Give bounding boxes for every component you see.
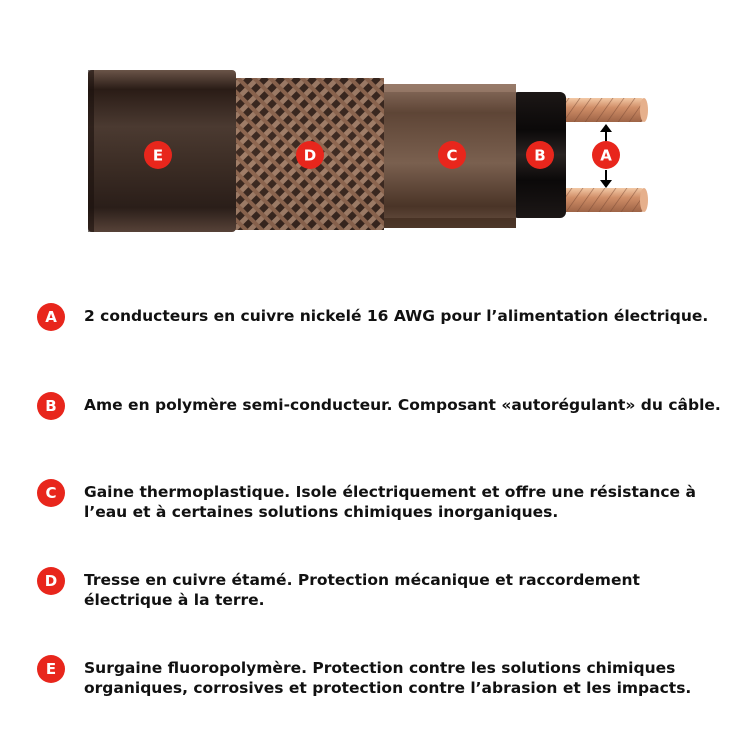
conductor-spacing-arrows bbox=[600, 124, 612, 188]
cable-cross-section-illustration: E D C B A bbox=[88, 70, 648, 232]
badge-A-letter: A bbox=[600, 147, 612, 165]
badge-E: E bbox=[144, 141, 172, 169]
legend-badge-B: B bbox=[37, 392, 65, 420]
badge-D: D bbox=[296, 141, 324, 169]
badge-E-letter: E bbox=[153, 147, 163, 165]
badge-B: B bbox=[526, 141, 554, 169]
badge-D-letter: D bbox=[304, 147, 316, 165]
legend-badge-C: C bbox=[37, 479, 65, 507]
legend-text-E: Surgaine fluoropolymère. Protection cont… bbox=[84, 659, 692, 697]
legend-text-B: Ame en polymère semi-conducteur. Composa… bbox=[84, 396, 721, 414]
badge-C: C bbox=[438, 141, 466, 169]
legend-badge-D: D bbox=[37, 567, 65, 595]
legend-badge-E: E bbox=[37, 655, 65, 683]
legend-text-A: 2 conducteurs en cuivre nickelé 16 AWG p… bbox=[84, 307, 709, 325]
legend-badge-A: A bbox=[37, 303, 65, 331]
badge-A: A bbox=[592, 141, 620, 169]
badge-C-letter: C bbox=[446, 147, 457, 165]
badge-B-letter: B bbox=[534, 147, 545, 165]
legend-text-C: Gaine thermoplastique. Isole électriquem… bbox=[84, 483, 696, 521]
legend-text-D: Tresse en cuivre étamé. Protection mécan… bbox=[84, 571, 640, 609]
